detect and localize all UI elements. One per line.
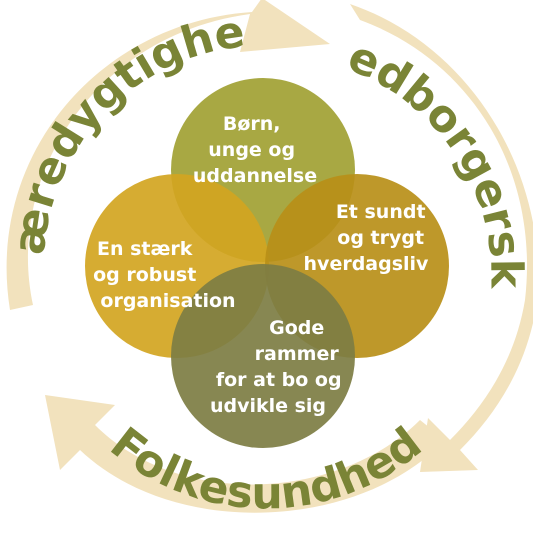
- ring-arrow-bottom: [45, 395, 445, 513]
- circle-top-line-2: unge og: [208, 139, 295, 161]
- circle-bottom-line-2: rammer: [255, 343, 340, 365]
- ring-arrows: [6, 0, 533, 513]
- circle-bottom-line-4: udvikle sig: [210, 395, 326, 417]
- circle-bottom-label: Gode rammer for at bo og udvikle sig: [210, 317, 348, 417]
- circle-left-line-3: organisation: [100, 290, 235, 312]
- ring-arrow-right: [350, 4, 533, 472]
- circle-left-line-2: og robust: [93, 264, 196, 286]
- circle-left-line-1: En stærk: [97, 238, 193, 260]
- ring-arrow-top-left: [6, 0, 330, 310]
- circle-right-label: Et sundt og trygt hverdagsliv: [304, 201, 433, 275]
- circle-top-label: Børn, unge og uddannelse: [193, 113, 317, 187]
- circles: [85, 78, 449, 448]
- circle-bottom-line-1: Gode: [269, 317, 324, 339]
- circle-right-line-1: Et sundt: [336, 201, 426, 223]
- circle-living-framework: [171, 264, 355, 448]
- circle-right-line-3: hverdagsliv: [304, 253, 430, 275]
- circle-left-label: En stærk og robust organisation: [93, 238, 236, 312]
- circle-top-line-1: Børn,: [223, 113, 281, 135]
- circle-top-line-3: uddannelse: [193, 165, 317, 187]
- circle-right-line-2: og trygt: [337, 227, 424, 249]
- circle-bottom-line-3: for at bo og: [216, 369, 342, 391]
